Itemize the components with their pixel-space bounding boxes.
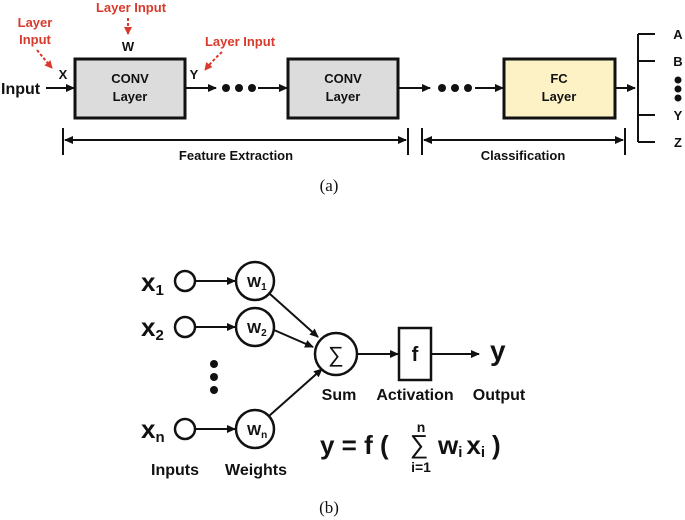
- fc-layer-subtitle: Layer: [542, 89, 577, 104]
- weight-2-to-sum-arrow: [273, 329, 314, 348]
- feature-extraction-label: Feature Extraction: [179, 148, 293, 163]
- output-class-z: Z: [674, 135, 682, 150]
- equation-lower-limit: i=1: [411, 459, 431, 475]
- activation-block: [397, 326, 433, 382]
- inputs-ellipsis-dots: [210, 360, 218, 394]
- equation-close: ): [492, 430, 501, 460]
- conv-layer-2-title: CONV: [324, 71, 362, 86]
- weights-label: Weights: [225, 462, 287, 479]
- input-x1: x1: [141, 267, 164, 299]
- classification-label: Classification: [481, 148, 566, 163]
- activation-label: Activation: [376, 387, 453, 404]
- caption-a: (a): [320, 176, 339, 195]
- conv-layer-1-subtitle: Layer: [113, 89, 148, 104]
- input-node-2: [173, 315, 197, 339]
- fc-layer-title: FC: [550, 71, 568, 86]
- layer-input-left-label-2: Input: [19, 32, 51, 47]
- weight-w1: W1: [247, 274, 267, 293]
- input-node-1: [173, 269, 197, 293]
- input-node-n: [173, 417, 197, 441]
- port-x-label: X: [59, 67, 68, 82]
- sum-symbol: ∑: [328, 342, 344, 367]
- output-class-y: Y: [674, 108, 683, 123]
- panel-b: x1 x2 xn W1 W2 Wn ∑ f: [141, 260, 526, 517]
- activation-symbol: f: [412, 344, 419, 366]
- fc-layer-block: [502, 57, 617, 120]
- caption-b: (b): [319, 498, 339, 517]
- layer-input-left-arrow: [36, 49, 53, 69]
- weight-wn: Wn: [247, 422, 267, 441]
- equation-lhs: y = f (: [320, 430, 389, 460]
- output-class-a: A: [673, 27, 683, 42]
- conv-layer-2-subtitle: Layer: [326, 89, 361, 104]
- output-ellipsis-dots: [674, 76, 682, 102]
- layer-input-top-label: Layer Input: [96, 0, 167, 15]
- weight-n-to-sum-arrow: [268, 368, 323, 417]
- input-xn: xn: [141, 414, 165, 446]
- inputs-label: Inputs: [151, 462, 199, 479]
- layer-input-right-label: Layer Input: [205, 34, 276, 49]
- weight-w2: W2: [247, 320, 267, 339]
- weight-node-2: [234, 306, 276, 348]
- output-label: Output: [473, 387, 526, 404]
- panel-a: Layer Input Layer Input Layer Input X W …: [1, 0, 683, 195]
- conv-layer-1-block: [73, 57, 187, 120]
- weight-node-n: [234, 408, 276, 450]
- equation-upper-limit: n: [417, 419, 426, 435]
- conv-layer-1-title: CONV: [111, 71, 149, 86]
- layer-input-left-label: Layer: [18, 15, 53, 30]
- equation-sigma: ∑: [410, 429, 429, 459]
- sum-label: Sum: [322, 387, 357, 404]
- input-label: Input: [1, 81, 41, 98]
- output-symbol: y: [490, 335, 506, 366]
- port-y-label: Y: [190, 67, 199, 82]
- output-bracket: [637, 33, 655, 143]
- conv-layer-2-block: [286, 57, 400, 120]
- weight-1-to-sum-arrow: [269, 293, 319, 338]
- output-class-b: B: [673, 54, 682, 69]
- weight-node-1: [234, 260, 276, 302]
- input-x2: x2: [141, 312, 164, 344]
- port-w-label: W: [122, 39, 135, 54]
- layer-input-right-arrow: [204, 51, 223, 71]
- ellipsis-dots-2: [438, 84, 472, 92]
- ellipsis-dots-1: [222, 84, 256, 92]
